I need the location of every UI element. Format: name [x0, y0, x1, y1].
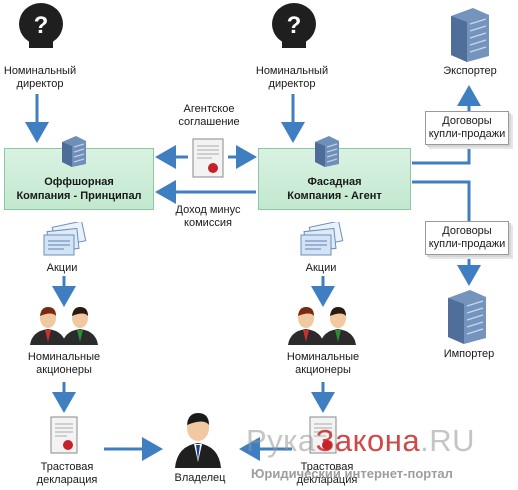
box-title-line: Фасадная — [307, 176, 362, 188]
shares-left-label: Акции — [46, 262, 78, 274]
watermark-tagline: Юридический интернет-портал — [251, 466, 453, 481]
exporter-label: Экспортер — [443, 65, 497, 77]
shareholders-icon — [30, 307, 98, 345]
trust-declaration-document-icon — [50, 416, 78, 454]
trust-declaration-left-label: Трастовая декларация — [37, 461, 98, 487]
label-line: директор — [16, 78, 64, 90]
watermark-brand-part: Закона — [315, 423, 421, 458]
label-line: Номинальный — [255, 65, 329, 77]
income-minus-commission-label: Доход минус комиссия — [176, 204, 241, 230]
sales-contracts-card-bottom: Договоры купли-продажи — [425, 221, 509, 255]
building-icon — [62, 136, 86, 167]
svg-text:?: ? — [34, 12, 49, 39]
exporter-building-icon — [451, 8, 489, 62]
importer-label: Импортер — [443, 348, 495, 360]
label-line: соглашение — [178, 116, 240, 128]
label-line: акционеры — [36, 364, 92, 376]
shares-right-label: Акции — [305, 262, 337, 274]
box-title-line: Оффшорная — [44, 176, 114, 188]
label-line: комиссия — [184, 217, 232, 229]
label-line: Номинальные — [27, 351, 101, 363]
label-line: Трастовая — [300, 461, 354, 473]
svg-text:?: ? — [287, 12, 302, 39]
watermark-brand-part: .RU — [420, 423, 476, 458]
label-line: декларация — [296, 474, 358, 486]
shareholders-icon — [288, 307, 356, 345]
agency-agreement-label: Агентское соглашение — [178, 103, 239, 129]
unknown-person-icon: ? — [19, 3, 63, 48]
label-line: Номинальные — [286, 351, 360, 363]
label-line: декларация — [36, 474, 98, 486]
nominal-shareholders-left-label: Номинальные акционеры — [28, 351, 100, 377]
box-title-line: Компания - Принципал — [16, 190, 142, 202]
label-line: купли-продажи — [428, 238, 506, 250]
box-title-line: Компания - Агент — [287, 190, 382, 202]
label-line: Договоры — [442, 225, 492, 237]
share-certificates-icon — [300, 222, 344, 256]
label-line: Номинальный — [3, 65, 77, 77]
nominal-shareholders-right-label: Номинальные акционеры — [287, 351, 359, 377]
trust-declaration-document-icon — [309, 416, 337, 454]
label-line: Трастовая — [40, 461, 94, 473]
share-certificates-icon — [43, 222, 87, 256]
owner-label: Владелец — [174, 472, 226, 484]
building-icon — [315, 136, 339, 167]
label-line: акционеры — [295, 364, 351, 376]
label-line: Агентское — [183, 103, 235, 115]
unknown-person-icon: ? — [272, 3, 316, 48]
sales-contracts-card-top: Договоры купли-продажи — [425, 111, 509, 145]
watermark-logo: РукаЗакона.RU — [246, 424, 475, 458]
nominal-director-left-label: Номинальный директор — [4, 65, 76, 91]
importer-building-icon — [448, 290, 486, 344]
agreement-document-icon — [192, 138, 224, 178]
label-line: директор — [268, 78, 316, 90]
label-line: купли-продажи — [428, 128, 506, 140]
trust-declaration-right-label: Трастовая декларация — [297, 461, 358, 487]
nominal-director-right-label: Номинальный директор — [256, 65, 328, 91]
owner-person-icon — [175, 413, 221, 468]
label-line: Договоры — [442, 115, 492, 127]
watermark-brand-part: Рука — [246, 423, 316, 458]
label-line: Доход минус — [175, 204, 241, 216]
